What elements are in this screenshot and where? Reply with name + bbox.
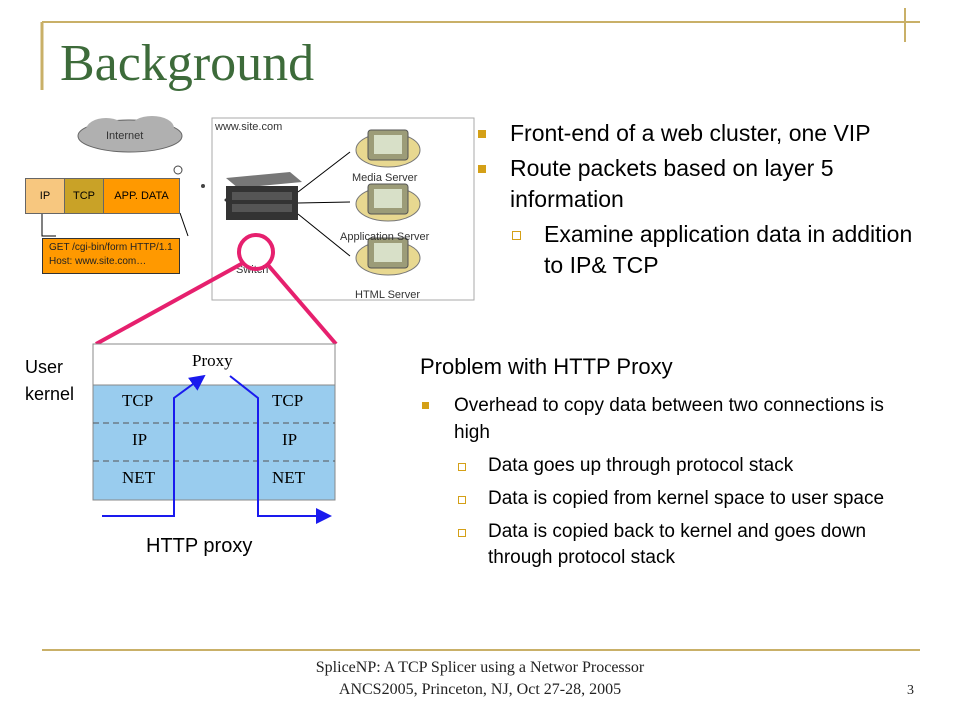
layer-left-tcp: TCP bbox=[122, 391, 154, 410]
user-label: User bbox=[25, 357, 64, 377]
site-label: www.site.com bbox=[215, 121, 283, 133]
bullet-front-end: Front-end of a web cluster, one VIP bbox=[476, 118, 936, 149]
subbullet-examine: Examine application data in addition to … bbox=[476, 219, 936, 281]
packet-ip: IP bbox=[25, 178, 65, 214]
layer-right-ip: IP bbox=[282, 430, 298, 449]
layer-right-tcp: TCP bbox=[272, 391, 304, 410]
http-proxy-caption: HTTP proxy bbox=[146, 535, 253, 557]
problem-bullets: Overhead to copy data between two connec… bbox=[420, 386, 890, 571]
layer-right-net: NET bbox=[272, 468, 306, 487]
problem-sub-2: Data is copied from kernel space to user… bbox=[420, 486, 890, 512]
problem-sub-3: Data is copied back to kernel and goes d… bbox=[420, 519, 890, 571]
slide-title: Background bbox=[60, 35, 315, 92]
server-label-application: Application Server bbox=[340, 231, 430, 243]
html-server-icon bbox=[355, 237, 421, 276]
packet-tcp: TCP bbox=[64, 178, 104, 214]
problem-point: Overhead to copy data between two connec… bbox=[420, 392, 890, 446]
server-label-html: HTML Server bbox=[355, 289, 420, 301]
intro-bullets: Front-end of a web cluster, one VIP Rout… bbox=[476, 118, 936, 281]
slide-footer: SpliceNP: A TCP Splicer using a Networ P… bbox=[0, 657, 960, 701]
media-server-icon bbox=[355, 129, 421, 168]
bullet-route-packets: Route packets based on layer 5 informati… bbox=[476, 153, 936, 215]
packet-app-data: APP. DATA bbox=[103, 178, 180, 214]
footer-line-1: SpliceNP: A TCP Splicer using a Networ P… bbox=[315, 659, 645, 676]
problem-sub-1: Data goes up through protocol stack bbox=[420, 453, 890, 479]
internet-cloud bbox=[77, 116, 183, 153]
page-number: 3 bbox=[907, 683, 914, 698]
request-host: Host: www.site.com… bbox=[49, 256, 147, 267]
internet-label: Internet bbox=[106, 130, 144, 142]
application-server-icon bbox=[355, 183, 421, 222]
footer-line-2: ANCS2005, Princeton, NJ, Oct 27-28, 2005 bbox=[338, 681, 622, 698]
kernel-label: kernel bbox=[25, 384, 75, 404]
server-label-media: Media Server bbox=[352, 172, 418, 184]
layer-left-net: NET bbox=[122, 468, 156, 487]
proxy-label: Proxy bbox=[192, 351, 233, 370]
request-line: GET /cgi-bin/form HTTP/1.1 bbox=[49, 242, 173, 253]
layer-left-ip: IP bbox=[132, 430, 148, 449]
proxy-diagram bbox=[92, 233, 338, 524]
problem-heading: Problem with HTTP Proxy bbox=[420, 354, 673, 379]
switch-icon bbox=[224, 172, 302, 220]
http-request-box: GET /cgi-bin/form HTTP/1.1 Host: www.sit… bbox=[42, 238, 180, 274]
